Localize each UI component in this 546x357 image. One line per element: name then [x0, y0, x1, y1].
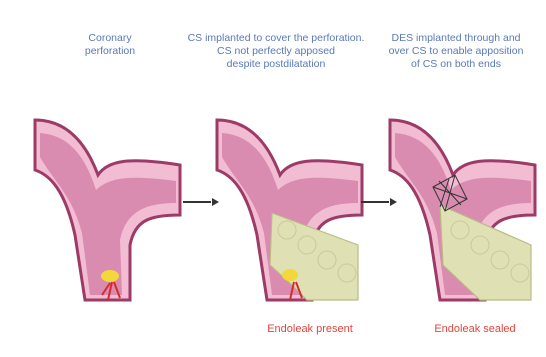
panel-3-vessel [385, 95, 545, 310]
leak-spot [101, 270, 119, 282]
leak-spot [282, 269, 298, 281]
panel-3-footer: Endoleak sealed [420, 323, 530, 335]
panel-2-footer: Endoleak present [255, 323, 365, 335]
panel-1-caption: Coronary perforation [50, 32, 170, 58]
panel-2-vessel [212, 95, 372, 310]
panel-1-vessel [30, 95, 180, 310]
panel-2-caption: CS implanted to cover the perforation. C… [186, 32, 366, 71]
panel-3-caption: DES implanted through and over CS to ena… [376, 32, 536, 71]
